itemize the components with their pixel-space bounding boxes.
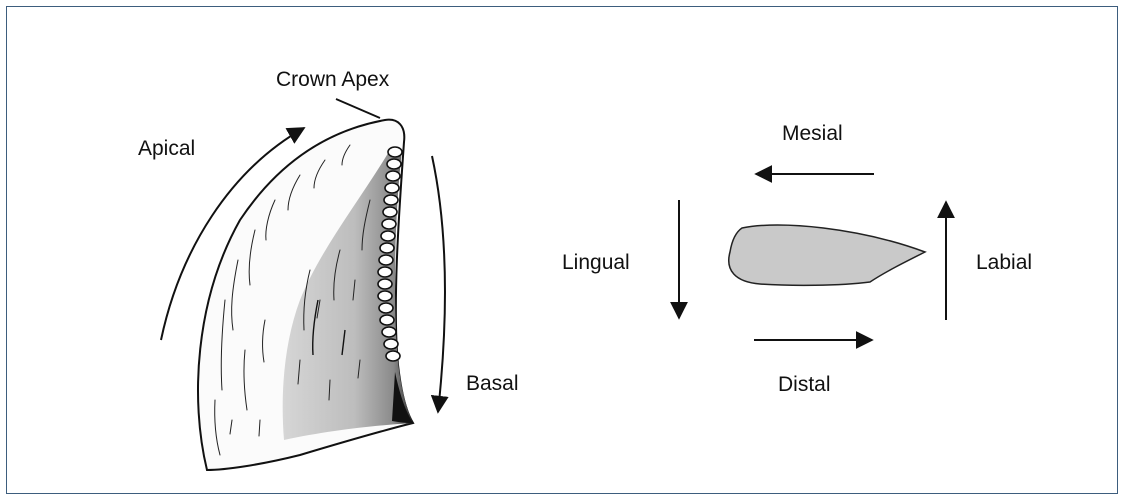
basal-label: Basal [466, 372, 519, 395]
crown-apex-label: Crown Apex [276, 68, 390, 91]
tooth-cross-section [729, 225, 925, 285]
orientation-cross-section [729, 225, 925, 285]
basal-arrow [432, 156, 445, 412]
apical-label: Apical [138, 137, 195, 160]
lingual-label: Lingual [562, 251, 630, 274]
tooth-crown-illustration [198, 120, 413, 470]
mesial-label: Mesial [782, 122, 843, 145]
distal-label: Distal [778, 373, 831, 396]
labial-label: Labial [976, 251, 1032, 274]
crown-apex-leader-line [336, 99, 380, 118]
